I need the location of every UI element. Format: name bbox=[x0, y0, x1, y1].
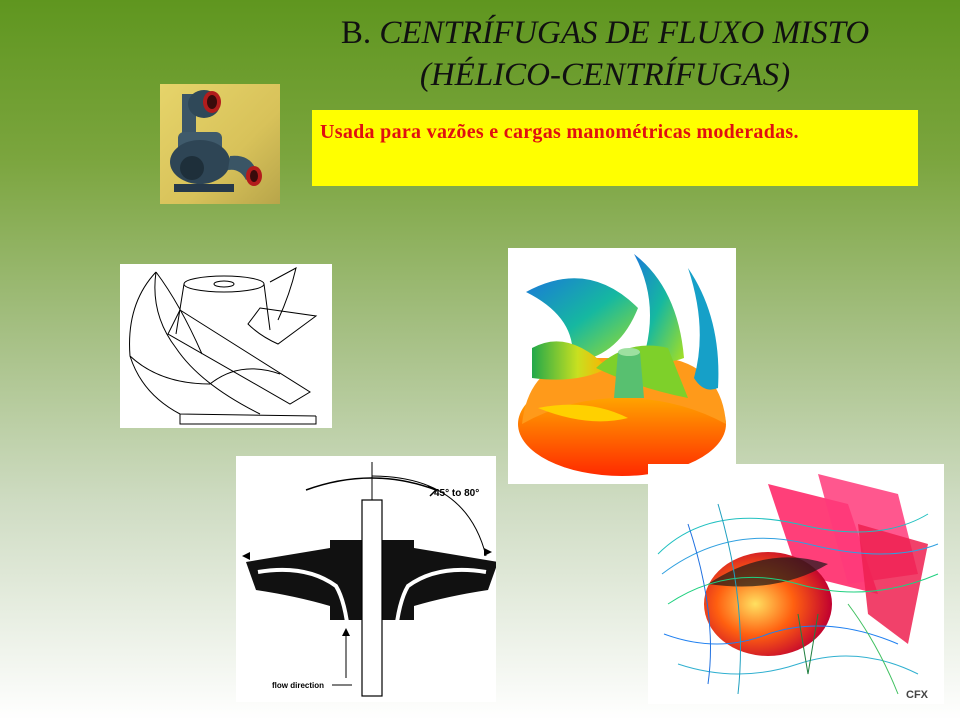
title-prefix: B. bbox=[340, 15, 372, 51]
pump-photo bbox=[160, 84, 280, 204]
flow-direction-label: flow direction bbox=[272, 681, 324, 690]
title-line-1: B. CENTRÍFUGAS DE FLUXO MISTO bbox=[250, 12, 960, 54]
angle-label: 45° to 80° bbox=[434, 488, 479, 499]
title-line1-text: CENTRÍFUGAS DE FLUXO MISTO bbox=[371, 15, 870, 51]
impeller-line-drawing bbox=[120, 264, 332, 428]
impeller-cfx-streamline-render: CFX bbox=[648, 464, 944, 704]
slide-title: B. CENTRÍFUGAS DE FLUXO MISTO (HÉLICO-CE… bbox=[250, 12, 960, 96]
impeller-cfd-contour-render bbox=[508, 248, 736, 484]
title-line-2: (HÉLICO-CENTRÍFUGAS) bbox=[419, 57, 791, 93]
impeller-cross-section-diagram: 45° to 80° flow direction bbox=[236, 456, 496, 702]
cfx-label: CFX bbox=[906, 689, 929, 701]
usage-note: Usada para vazões e cargas manométricas … bbox=[312, 110, 918, 186]
